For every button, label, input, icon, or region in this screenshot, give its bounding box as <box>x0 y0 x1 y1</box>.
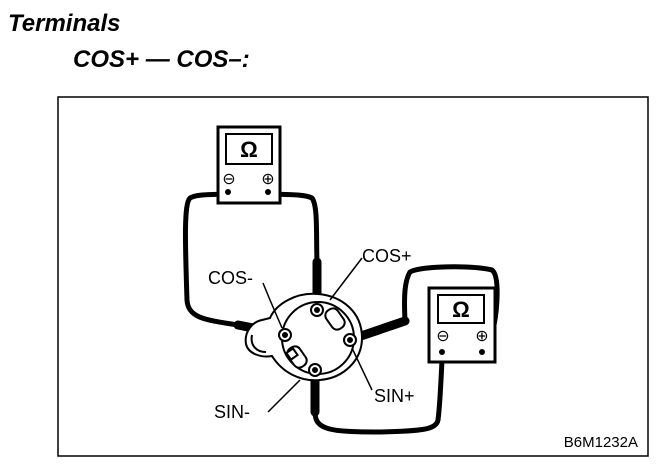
sin-minus-lead <box>312 357 445 435</box>
cos-plus-terminal-dot <box>314 307 320 313</box>
sin-minus-label: SIN- <box>214 402 250 422</box>
upper-meter-negative-lead <box>182 188 271 334</box>
cos-minus-label: COS- <box>208 268 253 288</box>
connector <box>244 292 364 382</box>
upper-ohmmeter-positive-jack <box>265 189 271 195</box>
upper-ohmmeter-positive-icon: ⊕ <box>261 171 274 188</box>
upper-ohmmeter-omega-icon: Ω <box>240 137 258 162</box>
figure-code: B6M1232A <box>564 434 638 451</box>
lower-ohmmeter: Ω ⊖ ⊕ <box>427 286 497 364</box>
upper-ohmmeter: Ω ⊖ ⊕ <box>216 125 282 205</box>
sin-plus-probe-shaft <box>353 316 410 342</box>
upper-ohmmeter-display <box>225 133 273 165</box>
cos-minus-terminal-dot <box>282 332 288 338</box>
lower-ohmmeter-positive-icon: ⊕ <box>475 328 488 345</box>
cos-plus-leader <box>329 257 363 301</box>
sin-plus-terminal-dot <box>347 337 353 343</box>
sin-plus-leader <box>351 347 373 391</box>
connector-cavity-top-right <box>324 307 346 331</box>
lower-ohmmeter-positive-jack <box>479 349 485 355</box>
sin-minus-leader <box>267 379 301 413</box>
lower-ohmmeter-negative-jack <box>439 349 445 355</box>
cos-plus-label: COS+ <box>362 246 412 266</box>
lower-ohmmeter-omega-icon: Ω <box>452 297 470 322</box>
lower-ohmmeter-negative-icon: ⊖ <box>436 328 449 345</box>
connector-square-terminal <box>285 347 299 361</box>
sin-minus-terminal-dot <box>312 367 318 373</box>
sin-plus-label: SIN+ <box>374 386 415 406</box>
lower-ohmmeter-display <box>437 294 485 324</box>
leader-lines <box>262 257 373 413</box>
diagram-frame <box>57 96 649 457</box>
upper-ohmmeter-negative-icon: ⊖ <box>222 171 235 188</box>
cos-minus-leader <box>262 282 283 329</box>
upper-ohmmeter-negative-jack <box>225 189 231 195</box>
section-heading: Terminals <box>8 10 121 37</box>
terminal-pair-heading: COS+ — COS–: <box>73 46 250 73</box>
connector-tab <box>250 334 267 353</box>
